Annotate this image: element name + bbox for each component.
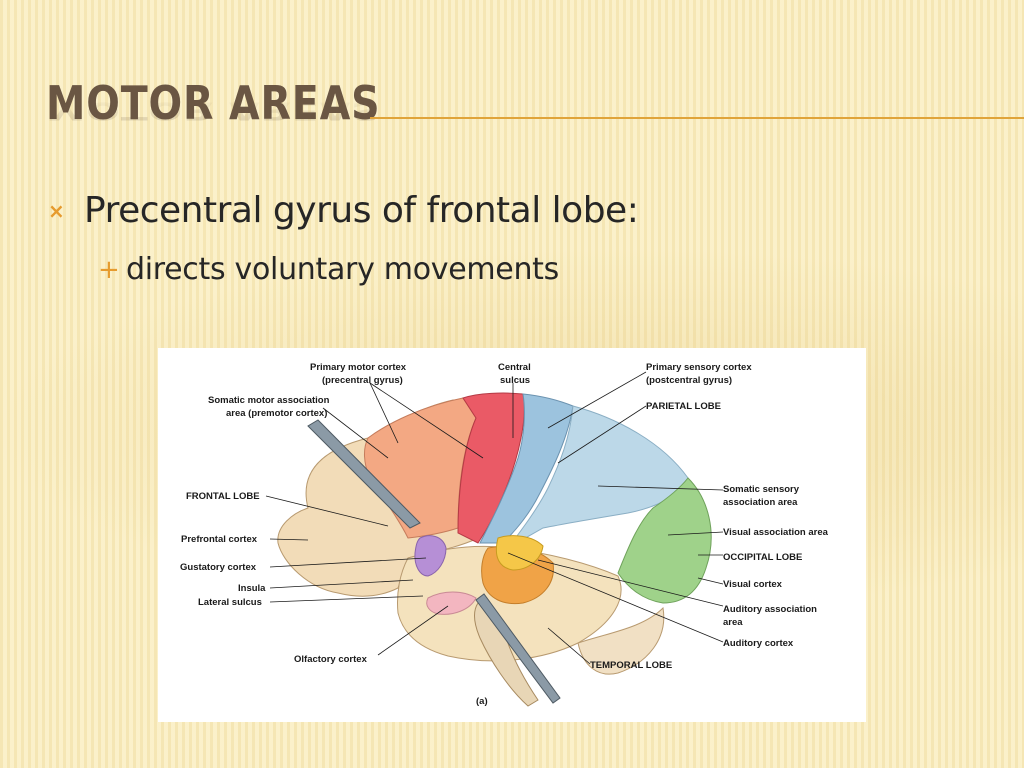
label-somatic-motor-association: Somatic motor association <box>208 395 330 406</box>
label-somatic-sensory: Somatic sensory <box>723 484 800 495</box>
label-visual-association-area: Visual association area <box>723 527 829 538</box>
label-sulcus: sulcus <box>500 375 530 386</box>
label-olfactory-cortex: Olfactory cortex <box>294 654 368 665</box>
lower-retractor-probe <box>475 593 561 704</box>
label-central: Central <box>498 362 531 373</box>
x-bullet-icon: × <box>48 198 65 223</box>
brain-diagram: Primary motor cortex (precentral gyrus) … <box>180 362 829 707</box>
bullet-text: Precentral gyrus of frontal lobe: <box>84 190 639 231</box>
label-association-area: association area <box>723 497 798 508</box>
label-gustatory-cortex: Gustatory cortex <box>180 562 257 573</box>
label-auditory-association-area: area <box>723 617 743 628</box>
brain-diagram-figure: Primary motor cortex (precentral gyrus) … <box>158 348 866 722</box>
label-precentral-gyrus: (precentral gyrus) <box>322 375 403 386</box>
label-primary-sensory-cortex: Primary sensory cortex <box>646 362 752 373</box>
bullet-level-2: + directs voluntary movements <box>98 252 559 287</box>
label-visual-cortex: Visual cortex <box>723 579 783 590</box>
sub-bullet-text: directs voluntary movements <box>126 252 559 287</box>
parietal-lobe-shape <box>507 405 689 549</box>
label-lateral-sulcus: Lateral sulcus <box>198 597 262 608</box>
label-primary-motor-cortex: Primary motor cortex <box>310 362 407 373</box>
label-parietal-lobe: PARIETAL LOBE <box>646 401 721 412</box>
label-premotor-cortex: area (premotor cortex) <box>226 408 327 419</box>
plus-bullet-icon: + <box>98 254 120 285</box>
label-temporal-lobe: TEMPORAL LOBE <box>590 660 672 671</box>
cerebellum-shape <box>577 606 665 675</box>
figure-caption: (a) <box>476 696 488 707</box>
label-auditory-association: Auditory association <box>723 604 817 615</box>
label-frontal-lobe: FRONTAL LOBE <box>186 491 260 502</box>
upper-retractor-probe <box>307 419 421 529</box>
olfactory-cortex-shape <box>426 591 477 615</box>
label-auditory-cortex: Auditory cortex <box>723 638 794 649</box>
occipital-lobe-shape <box>617 477 712 604</box>
label-postcentral-gyrus: (postcentral gyrus) <box>646 375 732 386</box>
label-occipital-lobe: OCCIPITAL LOBE <box>723 552 802 563</box>
label-prefrontal-cortex: Prefrontal cortex <box>181 534 258 545</box>
label-insula: Insula <box>238 583 266 594</box>
title-underline <box>370 117 1024 119</box>
bullet-level-1: × Precentral gyrus of frontal lobe: <box>48 190 639 231</box>
gustatory-cortex-shape <box>414 535 447 577</box>
slide-title: MOTOR AREAS <box>46 76 381 130</box>
